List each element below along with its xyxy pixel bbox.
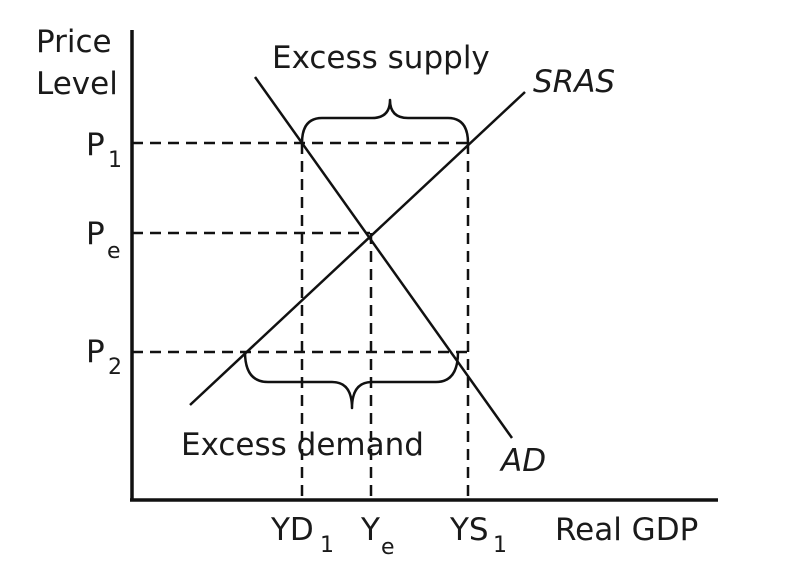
svg-text:YD: YD <box>270 512 314 548</box>
y-axis-title-line1: Price <box>36 24 112 60</box>
svg-text:P: P <box>86 334 105 370</box>
excess-supply-brace <box>300 98 470 144</box>
ys1-label: YS 1 <box>449 512 507 558</box>
p2-label: P 2 <box>86 334 122 380</box>
yd1-label: YD 1 <box>270 512 334 558</box>
ad-curve <box>253 76 514 439</box>
excess-demand-label: Excess demand <box>181 427 424 463</box>
svg-text:2: 2 <box>108 355 122 380</box>
svg-text:e: e <box>107 239 121 264</box>
svg-text:1: 1 <box>108 148 122 173</box>
svg-text:Y: Y <box>360 512 380 548</box>
svg-text:P: P <box>86 127 105 163</box>
svg-text:e: e <box>381 535 395 560</box>
ye-label: Y e <box>360 512 395 560</box>
excess-supply-label: Excess supply <box>272 40 490 76</box>
svg-text:P: P <box>86 216 105 252</box>
svg-text:1: 1 <box>320 533 334 558</box>
svg-text:1: 1 <box>493 533 507 558</box>
sras-curve <box>189 91 526 406</box>
excess-demand-brace <box>243 351 460 410</box>
pe-label: P e <box>86 216 121 264</box>
ad-label: AD <box>499 443 546 479</box>
x-axis-title: Real GDP <box>555 512 698 548</box>
p1-label: P 1 <box>86 127 122 173</box>
svg-text:YS: YS <box>449 512 489 548</box>
y-axis-title-line2: Level <box>36 66 118 102</box>
sras-label: SRAS <box>533 64 615 100</box>
